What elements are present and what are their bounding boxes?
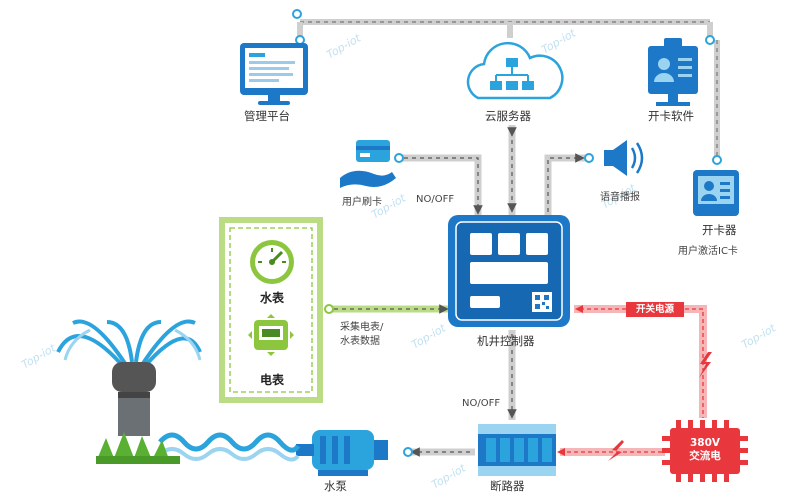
collect-label-2: 水表数据: [340, 336, 380, 347]
breaker-icon: [478, 424, 556, 476]
power-links: [557, 305, 712, 461]
sprinkler-icon: [56, 319, 202, 464]
electric-meter-label: 电表: [260, 373, 285, 387]
card-software-label: 开卡软件: [648, 109, 694, 123]
lightning-icon: [699, 352, 712, 378]
monitor-icon: [240, 43, 308, 105]
pump-label: 水泵: [324, 479, 347, 493]
lightning-icon: [608, 440, 624, 461]
breaker-label: 断路器: [490, 479, 525, 493]
water-flow-icon: [158, 432, 301, 462]
top-links: [292, 9, 722, 165]
pump-icon: [296, 430, 388, 476]
card-reader-label: 开卡器: [702, 223, 737, 237]
breaker-onoff-label: NO/OFF: [462, 398, 501, 409]
cloud-icon: [466, 41, 564, 100]
voice-label: 语音播报: [600, 192, 640, 203]
swipe-onoff-label: NO/OFF: [416, 194, 455, 205]
card-swipe-icon: [340, 140, 396, 188]
speaker-icon: [604, 140, 644, 176]
controller-label: 机井控制器: [477, 334, 535, 348]
card-reader-sublabel: 用户激活IC卡: [678, 246, 738, 257]
gauge-icon: [250, 240, 294, 284]
controller-icon: [448, 215, 570, 327]
card-swipe-label: 用户刷卡: [342, 197, 382, 208]
meters-controller-link: [324, 304, 449, 314]
collect-label-1: 采集电表/: [340, 322, 384, 333]
controller-voice-link: [544, 153, 594, 215]
power-switch-tag: 开关电源: [626, 302, 684, 317]
id-board-icon: [648, 38, 698, 106]
management-label: 管理平台: [244, 109, 290, 123]
breaker-pump-link: [403, 447, 475, 457]
meter-icon: [248, 314, 294, 356]
power-label: 380V 交流电: [689, 437, 721, 462]
power-chip-icon: [662, 420, 748, 482]
cloud-label: 云服务器: [485, 109, 531, 123]
swipe-controller-link: [394, 153, 483, 215]
water-meter-label: 水表: [260, 291, 285, 305]
card-reader-icon: [693, 170, 739, 216]
